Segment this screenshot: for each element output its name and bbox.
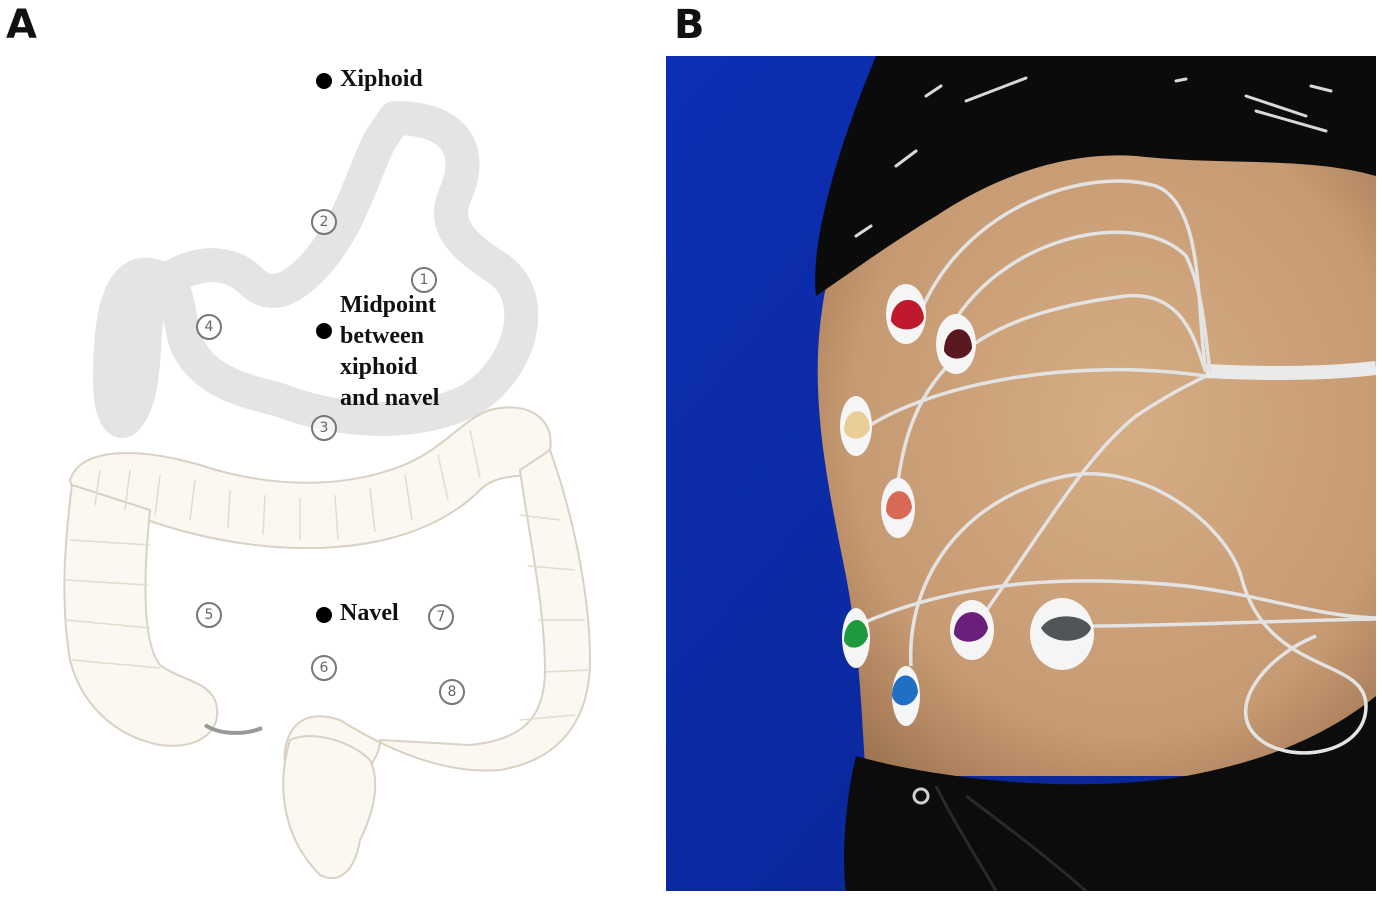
shirt — [815, 56, 1376, 296]
electrode-8 — [892, 666, 920, 726]
point-1: 1 — [411, 267, 437, 293]
electrode-1 — [886, 284, 926, 344]
electrode-6 — [950, 600, 994, 660]
point-5: 5 — [196, 602, 222, 628]
appendix — [203, 723, 263, 735]
xiphoid-dot — [316, 73, 332, 89]
pants — [844, 696, 1376, 891]
stomach-outline — [93, 101, 539, 438]
electrode-snap — [844, 411, 870, 439]
electrode-snap — [886, 491, 912, 520]
electrode-7 — [1030, 598, 1094, 670]
ribbon-cable — [1205, 361, 1376, 380]
anatomy-diagram: Xiphoid Midpoint between xiphoid and nav… — [0, 0, 660, 898]
pants-button — [912, 787, 930, 805]
midpoint-label-line2: between — [340, 323, 424, 349]
midpoint-label: Midpoint between xiphoid and navel — [340, 290, 439, 414]
point-6: 6 — [311, 655, 337, 681]
electrode-snap — [891, 299, 924, 330]
electrode-snap — [844, 619, 868, 648]
electrode-3 — [840, 396, 872, 456]
point-8: 8 — [439, 679, 465, 705]
electrode-snap — [1041, 616, 1091, 641]
electrode-5 — [842, 608, 870, 668]
point-4: 4 — [196, 314, 222, 340]
panel-a-label: A — [6, 2, 37, 48]
navel-dot — [316, 607, 332, 623]
electrode-photo — [666, 56, 1376, 891]
midpoint-label-line1: Midpoint — [340, 292, 437, 318]
point-7: 7 — [428, 604, 454, 630]
navel-label: Navel — [340, 600, 399, 626]
electrode-2 — [936, 314, 976, 374]
midpoint-label-line4: and navel — [340, 385, 440, 411]
electrode-snap — [954, 612, 988, 642]
xiphoid-label: Xiphoid — [340, 66, 423, 92]
electrode-snap — [892, 675, 918, 706]
panel-b-label: B — [674, 2, 705, 48]
point-2: 2 — [311, 209, 337, 235]
colon — [63, 406, 592, 880]
midpoint-dot — [316, 323, 332, 339]
electrodes — [840, 284, 1094, 726]
lead-wires — [855, 179, 1376, 755]
point-3: 3 — [311, 415, 337, 441]
electrode-4 — [881, 478, 915, 538]
midpoint-label-line3: xiphoid — [340, 354, 418, 380]
electrode-snap — [944, 329, 972, 359]
